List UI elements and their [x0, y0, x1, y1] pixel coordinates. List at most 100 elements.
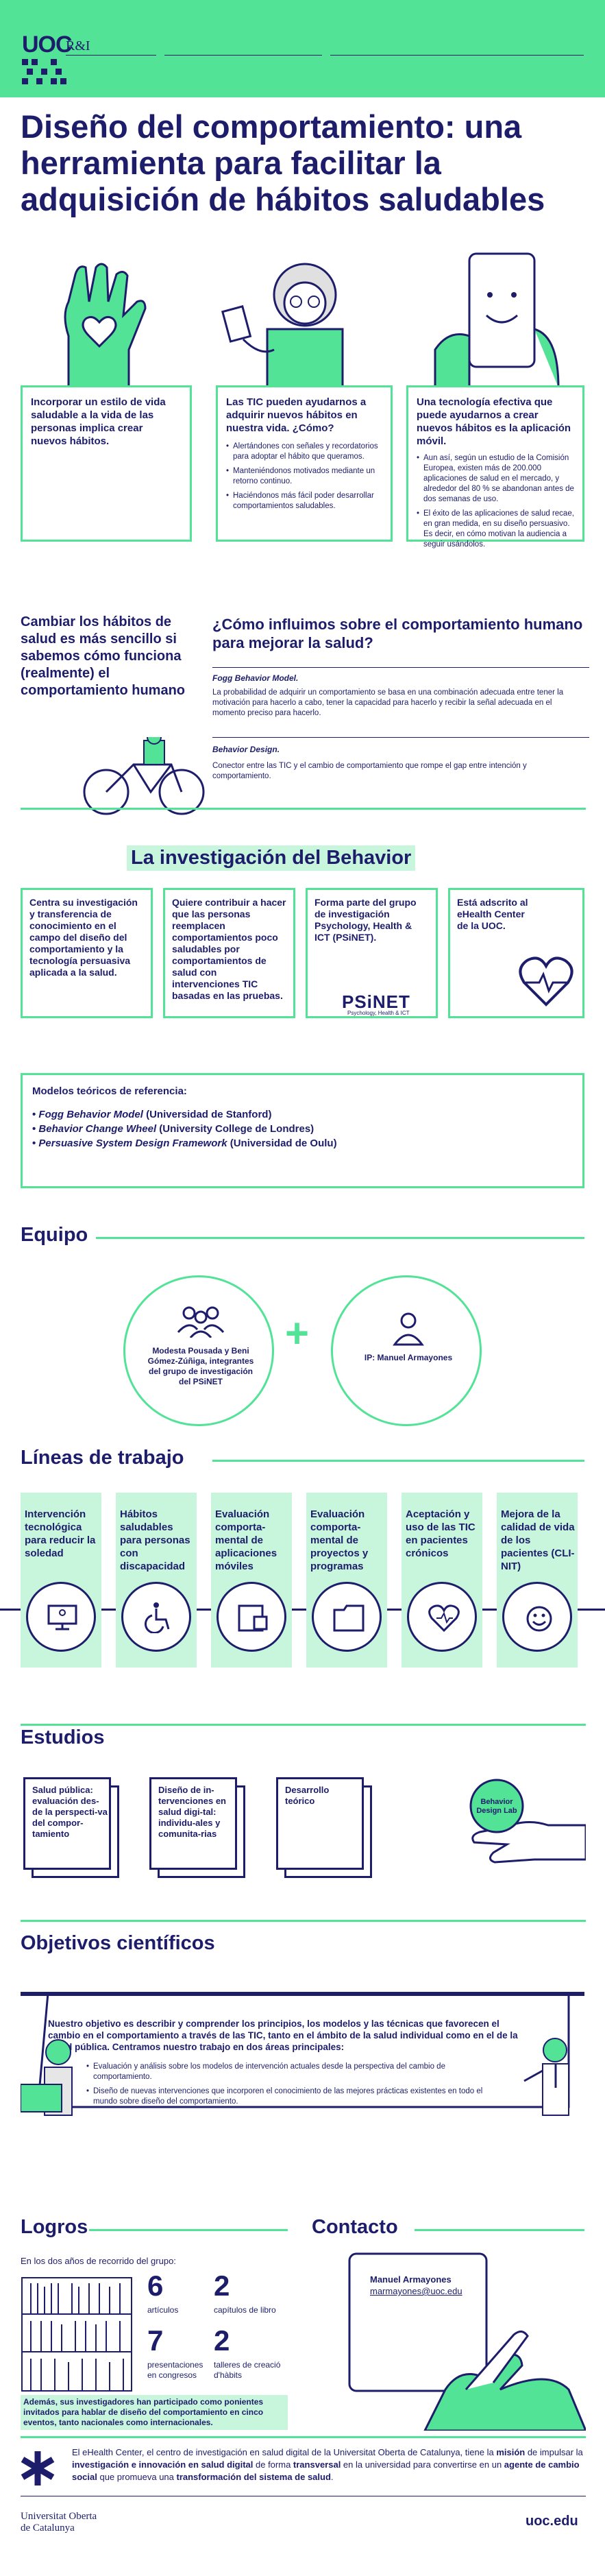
intro-box-app: Una tecnología efectiva que puede ayudar… — [406, 385, 584, 549]
fogg-model-text: La probabilidad de adquirir un comportam… — [212, 688, 564, 717]
stat-workshops-label: talleres de creació d'hàbits — [214, 2360, 281, 2380]
line-label: Intervención tecnológica para reducir la… — [25, 1508, 96, 1559]
text: en la universidad para convertirse en un — [341, 2459, 504, 2470]
line-label: Evaluación comporta-mental de proyectos … — [310, 1508, 369, 1572]
folder-icon — [312, 1582, 382, 1652]
text: . — [330, 2472, 334, 2482]
model-institution: (Universidad de Oulu) — [227, 1137, 337, 1149]
section-divider — [21, 1920, 586, 1922]
text-bold: transversal — [293, 2459, 341, 2470]
team-circle-members: Modesta Pousada y Beni Gómez-Zúñiga, int… — [123, 1275, 274, 1426]
behavior-lab-badge: Behavior Design Lab — [476, 1798, 517, 1815]
lines-title: Líneas de trabajo — [21, 1447, 184, 1469]
psinet-subtitle: Psychology, Health & ICT — [347, 1010, 410, 1016]
models-box: Modelos teóricos de referencia: • Fogg B… — [21, 1073, 584, 1188]
person-icon — [393, 1312, 424, 1346]
models-title: Modelos teóricos de referencia: — [32, 1085, 187, 1097]
achievements-title: Logros — [21, 2216, 88, 2238]
phone-smile-icon — [434, 252, 560, 387]
section-divider — [21, 2436, 586, 2438]
objectives-title: Objetivos científicos — [21, 1932, 215, 1954]
stat-articles-num: 6 — [147, 2270, 164, 2302]
uoc-dots-logo — [22, 59, 66, 84]
bullet: Evaluación y análisis sobre los modelos … — [86, 2062, 504, 2082]
section-divider — [21, 808, 586, 810]
heart-pulse-icon — [519, 956, 573, 1007]
line-label: Mejora de la calidad de vida de los paci… — [501, 1508, 575, 1572]
study-label: Salud pública: evaluación des-de la pers… — [32, 1785, 108, 1839]
contact-title: Contacto — [312, 2216, 398, 2238]
line-card-1: Intervención tecnológica para reducir la… — [21, 1493, 101, 1668]
text: El eHealth Center, el centro de investig… — [72, 2447, 497, 2457]
header-banner: UOC R&I — [0, 0, 605, 97]
header-divider — [66, 55, 156, 56]
divider — [212, 737, 589, 738]
line-label: Evaluación comporta-mental de aplicacion… — [215, 1508, 277, 1572]
intro-box-text: Las TIC pueden ayudarnos a adquirir nuev… — [226, 396, 367, 434]
behavior-design-title: Behavior Design. — [212, 745, 280, 754]
model-institution: (Universidad de Stanford) — [143, 1109, 272, 1120]
intro-bullets: Alertándones con señales y recordatorios… — [226, 442, 382, 511]
team-title: Equipo — [21, 1224, 88, 1246]
lines-track — [0, 1609, 605, 1611]
bookshelf-icon — [21, 2277, 132, 2392]
stat-presentations-num: 7 — [147, 2324, 164, 2357]
tablet-hand-icon — [348, 2252, 586, 2431]
lab-box-text: Quiere contribuir a hacer que las person… — [172, 897, 286, 1001]
intro-box-text: Una tecnología efectiva que puede ayudar… — [417, 396, 571, 447]
stat-chapters-label: capítulos de libro — [214, 2305, 276, 2315]
bullet: Haciéndonos más fácil poder desarrollar … — [226, 491, 382, 511]
hand-heart-icon — [64, 263, 147, 387]
line-label: Aceptación y uso de las TIC en pacientes… — [406, 1508, 476, 1559]
hand-badge-icon — [469, 1779, 586, 1864]
section-divider — [415, 2229, 584, 2231]
ri-label: R&I — [66, 38, 90, 53]
study-doc-2: Diseño de in-tervenciones en salud digi-… — [149, 1777, 237, 1870]
bullet: Alertándones con señales y recordatorios… — [226, 442, 382, 462]
text-bold: transformación del sistema de salud — [176, 2472, 331, 2482]
line-card-6: Mejora de la calidad de vida de los paci… — [497, 1493, 578, 1668]
models-list: • Fogg Behavior Model (Universidad de St… — [32, 1107, 573, 1151]
team-members-text: Modesta Pousada y Beni Gómez-Zúñiga, int… — [147, 1346, 254, 1386]
bullet: Diseño de nuevas intervenciones que inco… — [86, 2086, 504, 2107]
section-divider — [212, 1460, 584, 1462]
model-item: • Fogg Behavior Model (Universidad de St… — [32, 1109, 272, 1120]
team-ip-text: IP: Manuel Armayones — [364, 1353, 453, 1362]
text: de forma — [253, 2459, 293, 2470]
objectives-bullets: Evaluación y análisis sobre los modelos … — [86, 2058, 504, 2107]
asterisk-icon — [21, 2451, 55, 2485]
elderly-person-phone-icon — [221, 263, 344, 387]
intro-box-tic: Las TIC pueden ayudarnos a adquirir nuev… — [216, 385, 393, 542]
model-item: • Behavior Change Wheel (University Coll… — [32, 1123, 314, 1135]
computer-icon — [26, 1582, 96, 1652]
stat-presentations-label: presentaciones en congresos — [147, 2360, 203, 2380]
divider — [212, 667, 589, 668]
contact-email-link[interactable]: marmayones@uoc.edu — [370, 2286, 462, 2296]
psinet-logo: PSiNET — [342, 991, 410, 1012]
model-name: Behavior Change Wheel — [38, 1123, 157, 1135]
line-card-3: Evaluación comporta-mental de aplicacion… — [211, 1493, 292, 1668]
behavior-design-text: Conector entre las TIC y el cambio de co… — [212, 762, 527, 780]
fogg-model-title: Fogg Behavior Model. — [212, 673, 299, 683]
university-line: Universitat Oberta — [21, 2511, 97, 2522]
uoc-website-link[interactable]: uoc.edu — [526, 2514, 578, 2529]
line-card-2: Hábitos saludables para personas con dis… — [116, 1493, 197, 1668]
text: que promueva una — [97, 2472, 177, 2482]
study-label: Diseño de in-tervenciones en salud digi-… — [158, 1785, 226, 1839]
section-divider — [89, 2229, 288, 2231]
lab-title: La investigación del Behavior — [127, 845, 416, 871]
page-title: Diseño del comportamiento: una herramien… — [21, 108, 545, 217]
model-name: Persuasive System Design Framework — [38, 1137, 227, 1149]
wheelchair-icon — [121, 1582, 191, 1652]
achievements-note: Además, sus investigadores han participa… — [21, 2395, 288, 2430]
plus-icon: + — [285, 1310, 310, 1356]
stat-workshops-num: 2 — [214, 2324, 230, 2357]
study-doc-3: Desarrollo teórico — [276, 1777, 364, 1870]
uoc-logo[interactable]: UOC — [22, 32, 73, 58]
study-label: Desarrollo teórico — [285, 1785, 330, 1806]
text-bold: agente de cambio social — [72, 2459, 580, 2482]
model-name: Fogg Behavior Model — [38, 1109, 143, 1120]
text-bold: misión — [496, 2447, 526, 2457]
bullet: Aun así, según un estudio de la Comisión… — [417, 453, 574, 505]
man-presenter-icon — [523, 2038, 569, 2116]
